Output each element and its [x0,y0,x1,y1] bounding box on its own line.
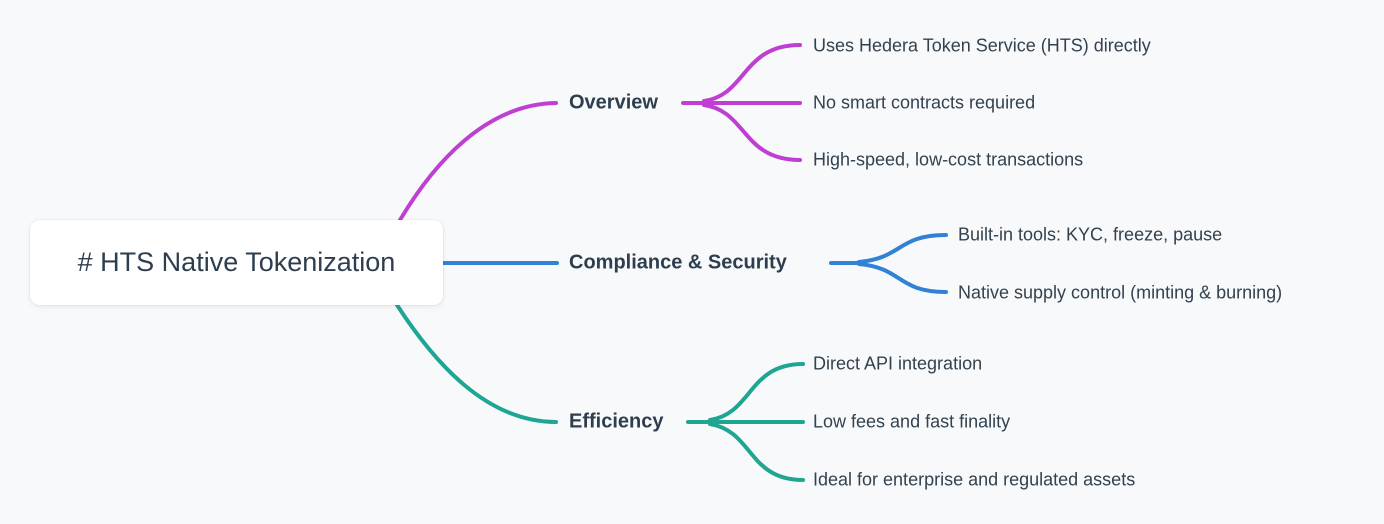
edge-compliance-down [857,262,948,294]
branch-compliance-security[interactable]: Compliance & Security [569,251,787,274]
edge-efficiency-up [708,362,805,422]
root-node[interactable]: # HTS Native Tokenization [30,220,443,305]
leaf-compliance-1[interactable]: Built-in tools: KYC, freeze, pause [958,224,1223,245]
leaf-overview-3[interactable]: High-speed, low-cost transactions [813,149,1084,170]
leaf-efficiency-2[interactable]: Low fees and fast finality [813,411,1011,432]
edge-overview-up [702,43,802,103]
edge-root-overview [398,101,558,222]
edge-efficiency-down [708,422,805,482]
branch-overview[interactable]: Overview [569,91,658,114]
leaf-efficiency-1[interactable]: Direct API integration [813,353,983,374]
leaf-overview-2[interactable]: No smart contracts required [813,92,1036,113]
edge-overview-down [702,103,802,162]
edge-root-efficiency [395,303,558,424]
branch-efficiency[interactable]: Efficiency [569,410,664,433]
leaf-overview-1[interactable]: Uses Hedera Token Service (HTS) directly [813,35,1151,56]
leaf-efficiency-3[interactable]: Ideal for enterprise and regulated asset… [813,469,1136,490]
leaf-compliance-2[interactable]: Native supply control (minting & burning… [958,282,1283,303]
edge-compliance-up [857,233,948,264]
